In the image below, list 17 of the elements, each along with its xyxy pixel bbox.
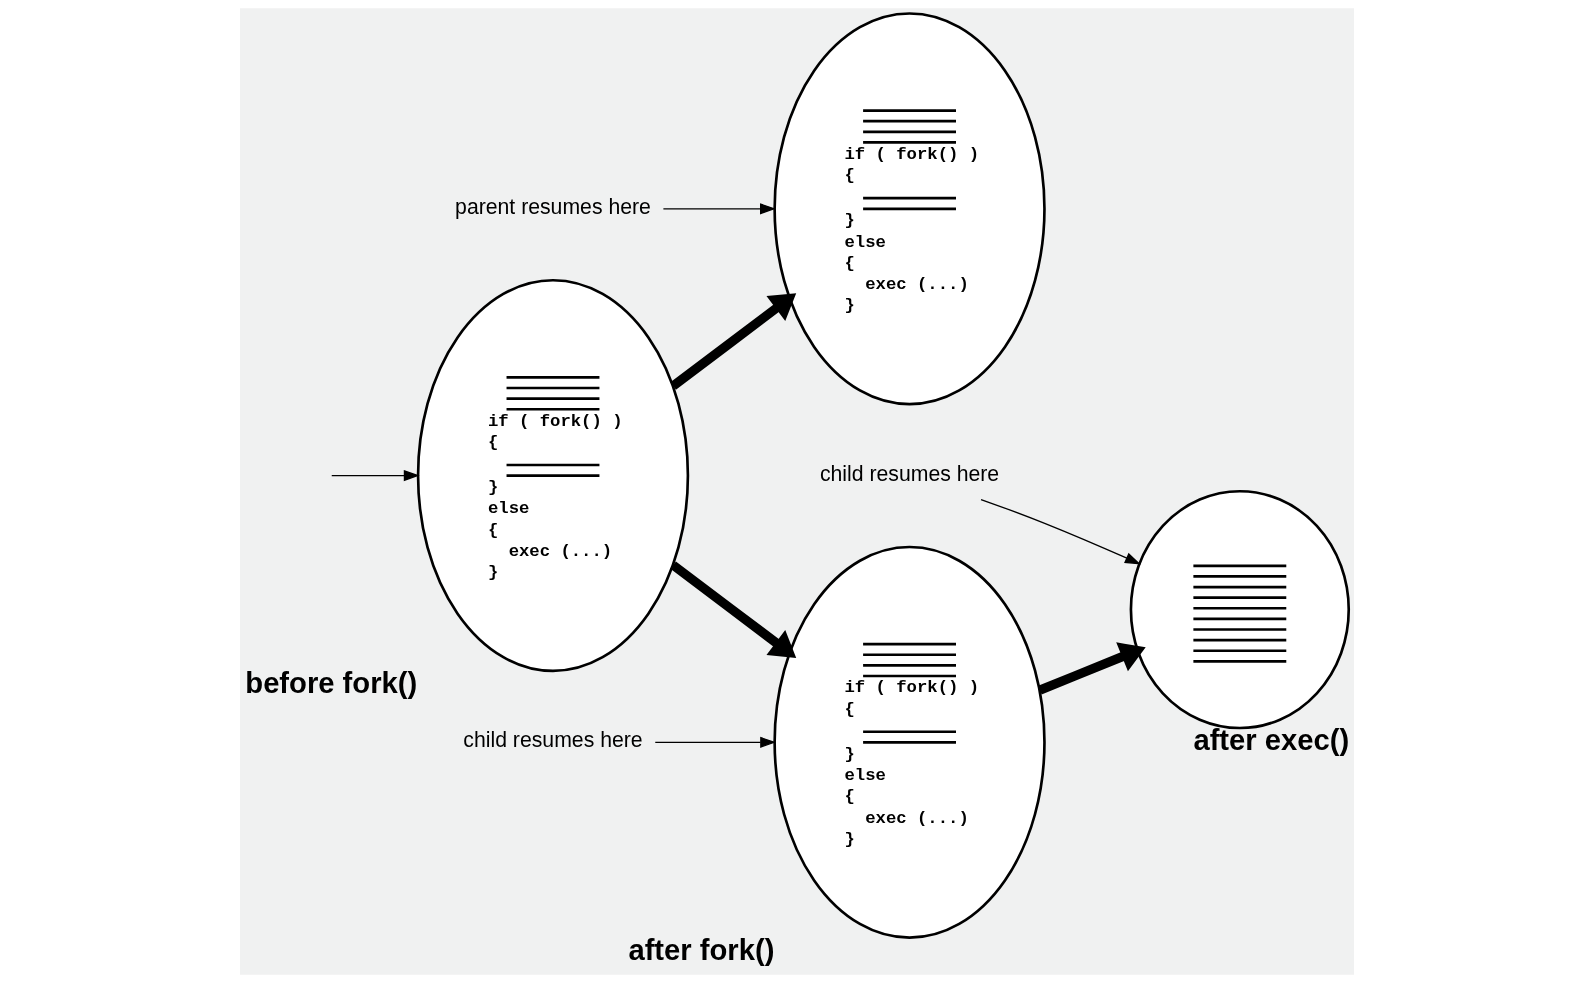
arrow xyxy=(1037,642,1146,695)
node-label: after exec() xyxy=(1192,723,1349,756)
node-label: after fork() xyxy=(627,933,774,966)
arrow xyxy=(662,203,776,215)
node-label: before fork() xyxy=(244,666,417,699)
arrow xyxy=(330,470,420,482)
arrow xyxy=(979,498,1141,565)
node-text: child resumes here xyxy=(819,461,999,485)
node-ellipse: if ( fork() ) { } else { exec (...) } xyxy=(416,278,689,673)
arrow xyxy=(669,561,796,658)
node-text: child resumes here xyxy=(462,728,643,752)
arrow xyxy=(654,736,776,748)
node-text: parent resumes here xyxy=(454,194,651,218)
arrow xyxy=(669,293,796,390)
node-ellipse: if ( fork() ) { } else { exec (...) } xyxy=(772,12,1046,406)
node-ellipse: if ( fork() ) { } else { exec (...) } xyxy=(772,545,1046,939)
node-cloud xyxy=(1129,489,1350,730)
